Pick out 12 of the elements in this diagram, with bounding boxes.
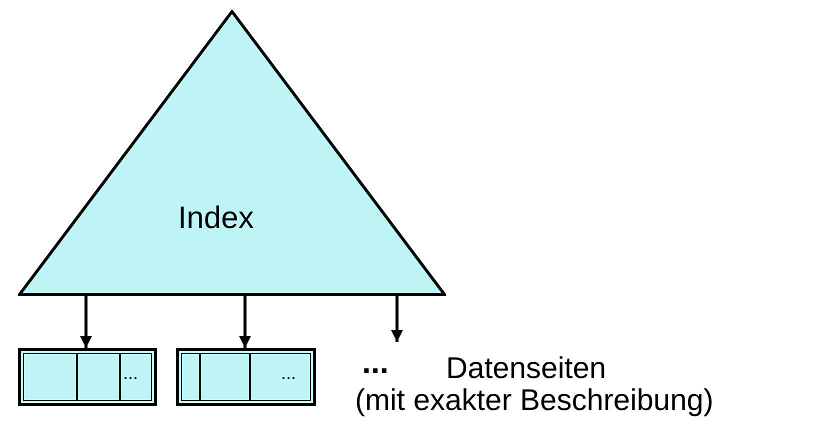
ellipsis-text: ... [281, 363, 296, 384]
index-triangle [18, 10, 446, 296]
caption-text: Datenseiten [446, 352, 606, 386]
data-page-box [18, 348, 157, 406]
arrow [80, 296, 92, 348]
arrow [391, 296, 403, 342]
ellipsis-text: ... [123, 363, 138, 384]
ellipsis-text: ... [362, 344, 389, 381]
data-page-box [176, 348, 316, 406]
node-label: Index [178, 200, 254, 236]
caption-text: (mit exakter Beschreibung) [355, 384, 714, 418]
arrow [239, 296, 251, 348]
